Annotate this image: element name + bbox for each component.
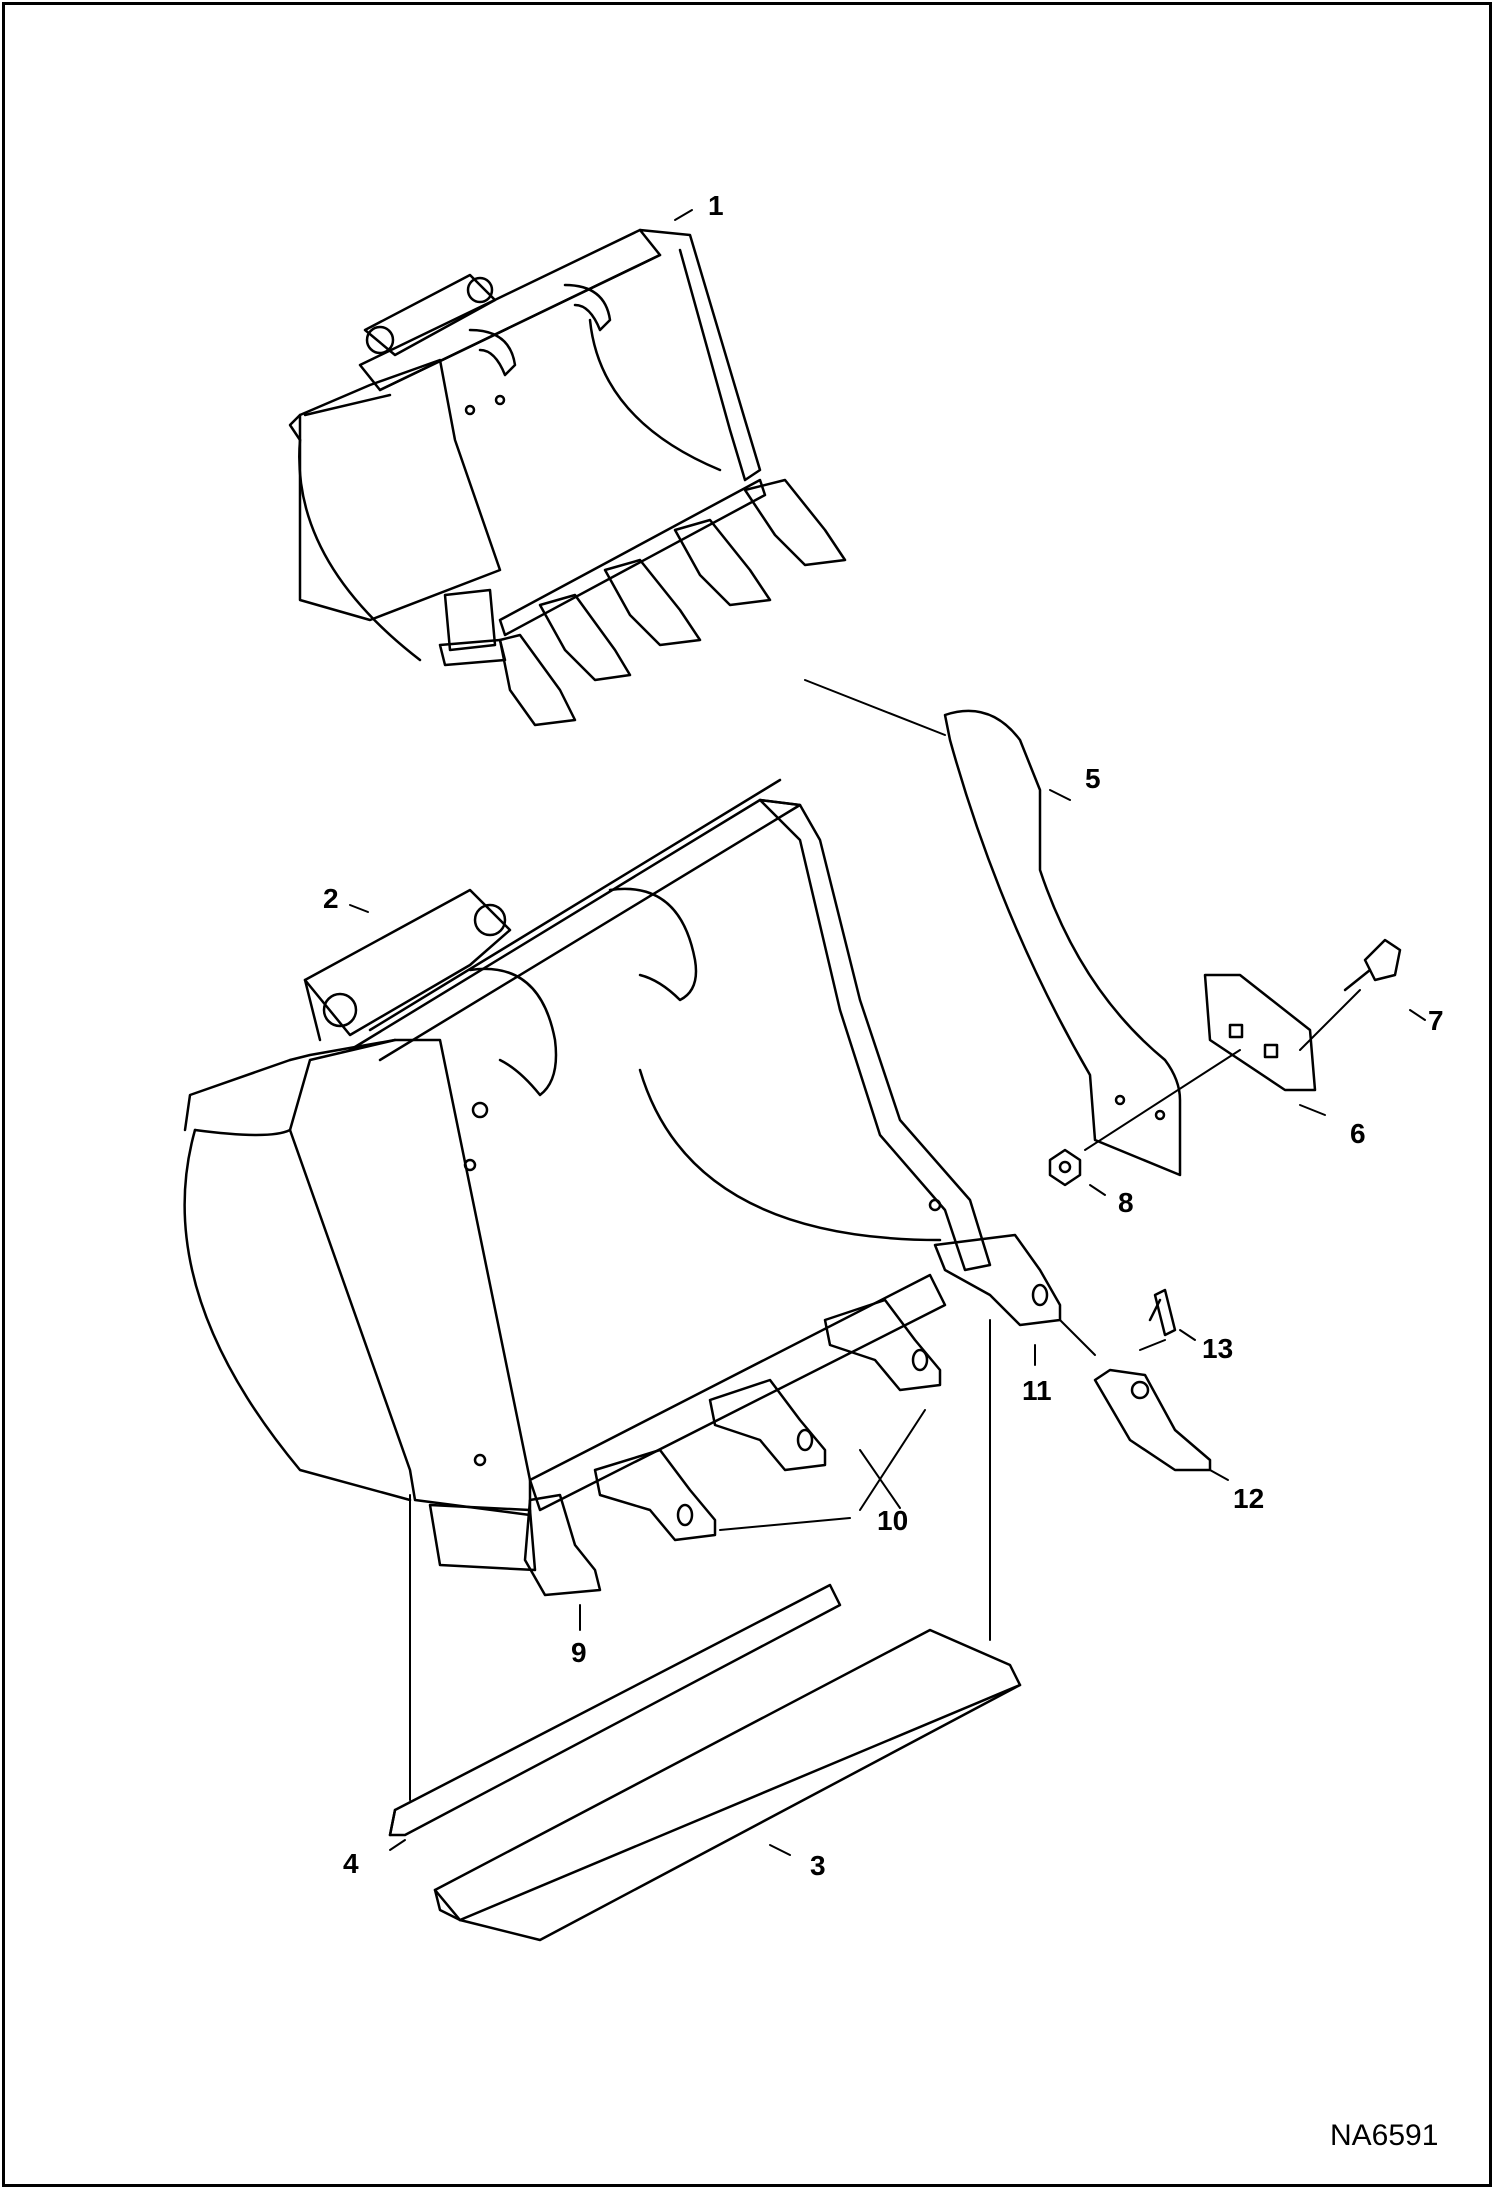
- callout-9: 9: [571, 1637, 587, 1668]
- callout-13: 13: [1202, 1333, 1233, 1364]
- loose-tooth: [1093, 1368, 1212, 1472]
- callout-labels: 1 2 3 4 5 6 7 8 9 10 11 12 13: [323, 190, 1444, 1881]
- callout-7: 7: [1428, 1005, 1444, 1036]
- callout-12: 12: [1233, 1483, 1264, 1514]
- callout-11: 11: [1022, 1375, 1052, 1406]
- cutting-edge-blade: [433, 1628, 1022, 1942]
- callout-10: 10: [877, 1505, 908, 1536]
- wear-strip: [388, 1583, 842, 1837]
- bolt: [1343, 938, 1402, 992]
- large-bucket: [183, 778, 992, 1572]
- callout-1: 1: [708, 190, 724, 221]
- drawing-code: NA6591: [1330, 2119, 1438, 2152]
- callout-8: 8: [1118, 1187, 1134, 1218]
- nut: [1048, 1148, 1082, 1187]
- callout-6: 6: [1350, 1118, 1366, 1149]
- small-bucket: [288, 228, 847, 727]
- callout-4: 4: [343, 1848, 359, 1879]
- bolt-on-plate: [1203, 973, 1317, 1092]
- leader-lines: [349, 209, 1426, 1856]
- callout-2: 2: [323, 883, 339, 914]
- callout-5: 5: [1085, 763, 1101, 794]
- retaining-pin: [1148, 1288, 1177, 1337]
- side-cutter-plate: [943, 709, 1182, 1177]
- bucket-teeth-large: [523, 1233, 1062, 1597]
- callout-3: 3: [810, 1850, 826, 1881]
